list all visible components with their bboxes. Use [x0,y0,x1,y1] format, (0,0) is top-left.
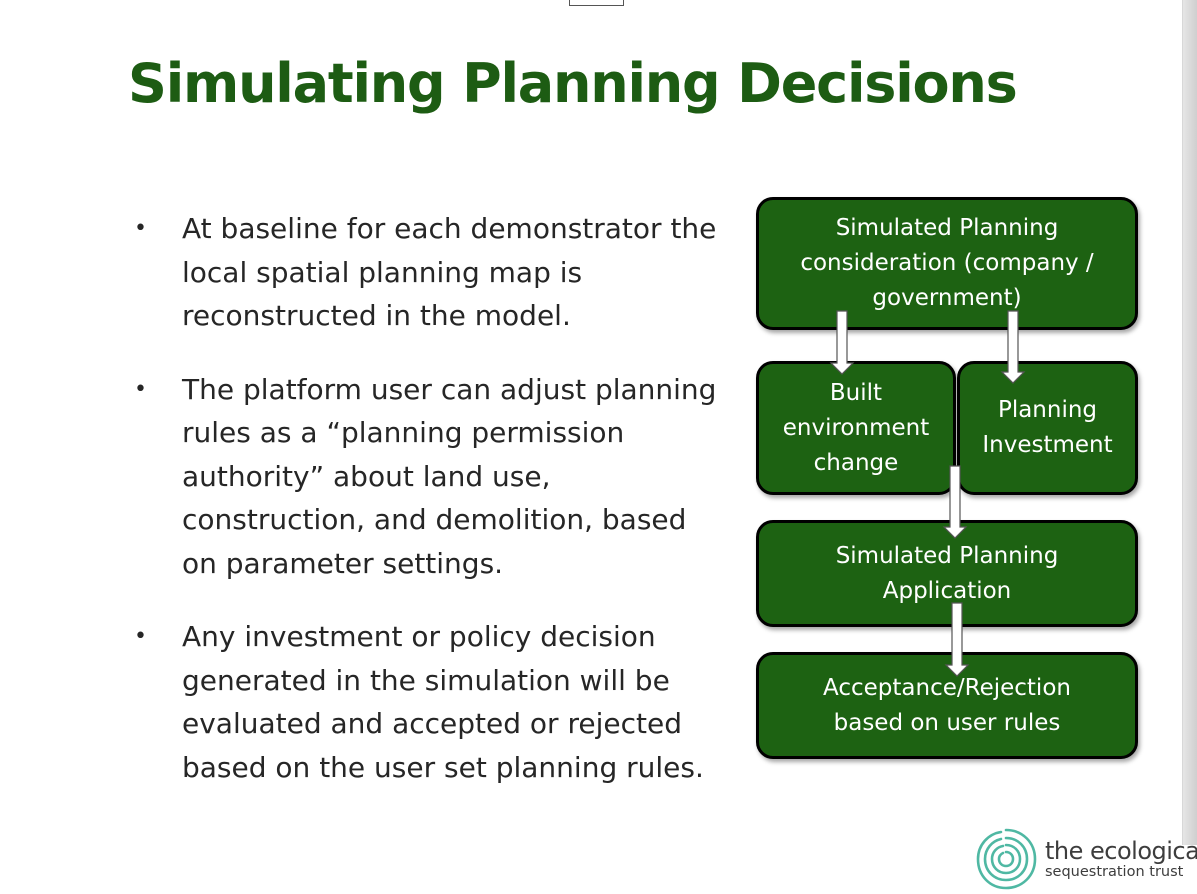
ecological-sequestration-trust-logo: the ecological sequestration trust [973,823,1197,894]
node-planning-investment: Planning Investment [957,361,1138,495]
node-label-line: Acceptance/Rejection [823,674,1071,701]
slide-title: Simulating Planning Decisions [128,52,1018,115]
node-planning-application: Simulated Planning Application [756,520,1138,627]
arrow-to-planning-application [942,465,968,539]
arrow-to-acceptance [944,602,970,677]
logo-line-1: the ecological [1045,837,1197,865]
node-label-line: Simulated Planning [835,215,1059,241]
node-label-line: based on user rules [833,709,1061,736]
node-label-line: government) [872,285,1022,311]
node-label-line: environment [782,414,930,441]
spiral-logo-icon [976,828,1037,890]
bullet-text: Any investment or policy decision genera… [182,620,704,784]
node-label-line: Simulated Planning [835,542,1059,569]
bullet-list: • At baseline for each demonstrator the … [132,207,722,819]
node-built-environment-change: Built environment change [756,361,956,495]
node-planning-consideration: Simulated Planning consideration (compan… [756,197,1138,330]
bullet-text: The platform user can adjust planning ru… [182,372,717,580]
bullet-item: • Any investment or policy decision gene… [132,615,722,789]
scrollbar[interactable] [1182,0,1197,845]
node-acceptance-rejection: Acceptance/Rejection based on user rules [756,652,1138,759]
bullet-dot: • [134,216,147,241]
node-label-line: Investment [982,432,1113,458]
arrow-to-built-environment [829,310,855,375]
bullet-dot: • [134,376,147,402]
node-label-line: Application [882,577,1012,604]
bullet-text: At baseline for each demonstrator the lo… [182,212,717,332]
bullet-item: • At baseline for each demonstrator the … [132,207,722,338]
window-tab[interactable] [569,0,624,6]
arrow-to-planning-investment [1000,310,1026,384]
logo-line-2: sequestration trust [1045,864,1184,880]
node-label-line: consideration (company / [800,250,1094,276]
node-label-line: change [813,449,899,476]
node-label-line: Built [829,379,883,406]
bullet-dot: • [134,624,147,649]
bullet-item: • The platform user can adjust planning … [132,368,722,586]
node-label-line: Planning [997,397,1098,423]
